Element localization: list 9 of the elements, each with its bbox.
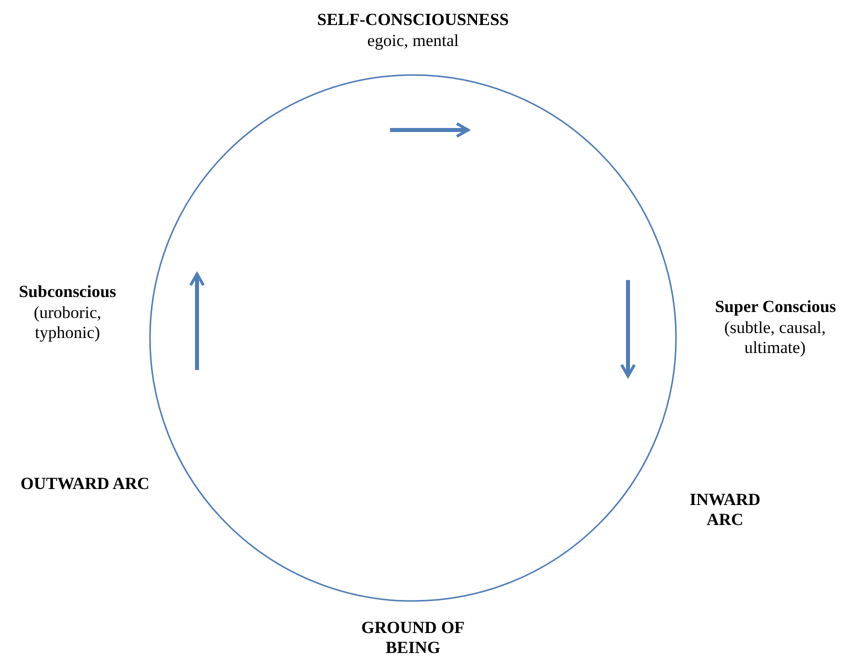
stage-label: GROUND OF BEING (360, 618, 466, 658)
stage-label: Subconscious (18, 282, 118, 302)
description-label: (uroboric, typhonic) (32, 303, 102, 343)
subtitle-label: egoic, mental (366, 31, 460, 51)
arc-label: OUTWARD ARC (20, 474, 150, 494)
description-label: (subtle, causal, ultimate) (723, 318, 827, 358)
heading-label: SELF-CONSCIOUSNESS (316, 10, 510, 30)
arc-label: INWARD ARC (688, 490, 762, 530)
stage-label: Super Conscious (714, 297, 838, 317)
